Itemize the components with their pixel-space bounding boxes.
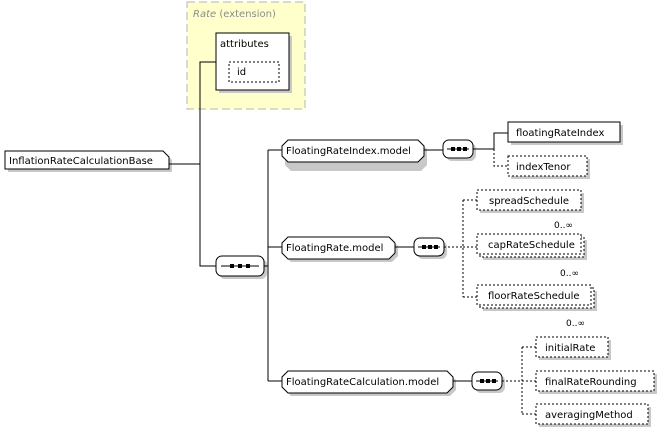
group-box xyxy=(281,236,396,260)
element-final-rate-rounding: finalRateRounding xyxy=(535,370,657,394)
element-label: initialRate xyxy=(545,343,595,354)
occurrence-label: 0..∞ xyxy=(566,319,585,329)
sequence-dot-1 xyxy=(422,245,426,249)
sequence-dot-3 xyxy=(492,379,496,383)
group-floating-rate-model: FloatingRate.model xyxy=(281,236,398,262)
group-floating-rate-index-model: FloatingRateIndex.model xyxy=(281,139,427,171)
fr-connectors xyxy=(444,199,477,298)
occurrence-label: 0..∞ xyxy=(560,269,579,279)
occurrence-label: 0..∞ xyxy=(554,221,573,231)
sequence-dot-2 xyxy=(486,379,490,383)
fri-connector-1 xyxy=(473,132,508,150)
group-label: FloatingRateIndex.model xyxy=(286,146,411,157)
element-initial-rate: initialRate xyxy=(535,336,611,360)
root-to-sequence-connector xyxy=(199,164,216,267)
sequence-dot-1 xyxy=(480,379,484,383)
frc-sequence-compositor xyxy=(471,371,505,393)
frc-connectors xyxy=(502,346,536,415)
extension-block: Rate (extension) attributes id xyxy=(186,1,306,110)
group-box xyxy=(281,370,454,394)
group-box xyxy=(281,139,425,163)
element-box xyxy=(476,233,582,255)
element-label: floatingRateIndex xyxy=(516,128,604,139)
element-box xyxy=(535,336,609,358)
root-label: InflationRateCalculationBase xyxy=(9,156,153,167)
element-floor-rate-schedule: floorRateSchedule 0..∞ xyxy=(476,284,597,329)
group-label: FloatingRate.model xyxy=(286,243,383,254)
root-box xyxy=(4,150,170,170)
fri-sequence-compositor xyxy=(442,139,476,161)
sequence-dot-1 xyxy=(451,147,455,151)
group-label: FloatingRateCalculation.model xyxy=(286,377,439,388)
sequence-dot-3 xyxy=(463,147,467,151)
element-label: floorRateSchedule xyxy=(488,291,580,302)
fr-sequence-compositor xyxy=(413,237,447,259)
element-label: averagingMethod xyxy=(545,410,633,421)
attribute-id-box xyxy=(228,61,280,83)
element-spread-schedule: spreadSchedule 0..∞ xyxy=(476,189,584,231)
element-box xyxy=(535,403,649,425)
attribute-id-label: id xyxy=(237,67,246,78)
element-averaging-method: averagingMethod xyxy=(535,403,651,427)
root-to-attributes-connector xyxy=(169,61,216,165)
sequence-dot-2 xyxy=(428,245,432,249)
element-label: indexTenor xyxy=(516,162,571,173)
extension-title: Rate (extension) xyxy=(193,9,276,20)
element-box xyxy=(476,189,582,211)
element-box xyxy=(476,284,592,306)
root-element: InflationRateCalculationBase xyxy=(4,150,172,172)
element-label: capRateSchedule xyxy=(488,240,575,251)
element-cap-rate-schedule: capRateSchedule 0..∞ xyxy=(476,233,587,279)
element-box xyxy=(535,370,655,392)
element-box xyxy=(507,121,621,143)
element-index-tenor: indexTenor xyxy=(507,155,590,179)
fri-connector-2 xyxy=(493,149,508,167)
attributes-label: attributes xyxy=(220,39,269,50)
sequence-dot-3 xyxy=(434,245,438,249)
group-floating-rate-calculation-model: FloatingRateCalculation.model xyxy=(281,370,456,396)
element-label: finalRateRounding xyxy=(545,377,637,388)
element-label: spreadSchedule xyxy=(489,196,569,207)
sequence-dot-1 xyxy=(230,264,234,268)
element-box xyxy=(507,155,588,177)
sequence-dot-2 xyxy=(457,147,461,151)
main-sequence-compositor xyxy=(215,255,267,279)
sequence-dot-2 xyxy=(238,264,242,268)
sequence-dot-3 xyxy=(246,264,250,268)
element-floating-rate-index: floatingRateIndex xyxy=(507,121,623,145)
main-branches xyxy=(264,149,282,382)
